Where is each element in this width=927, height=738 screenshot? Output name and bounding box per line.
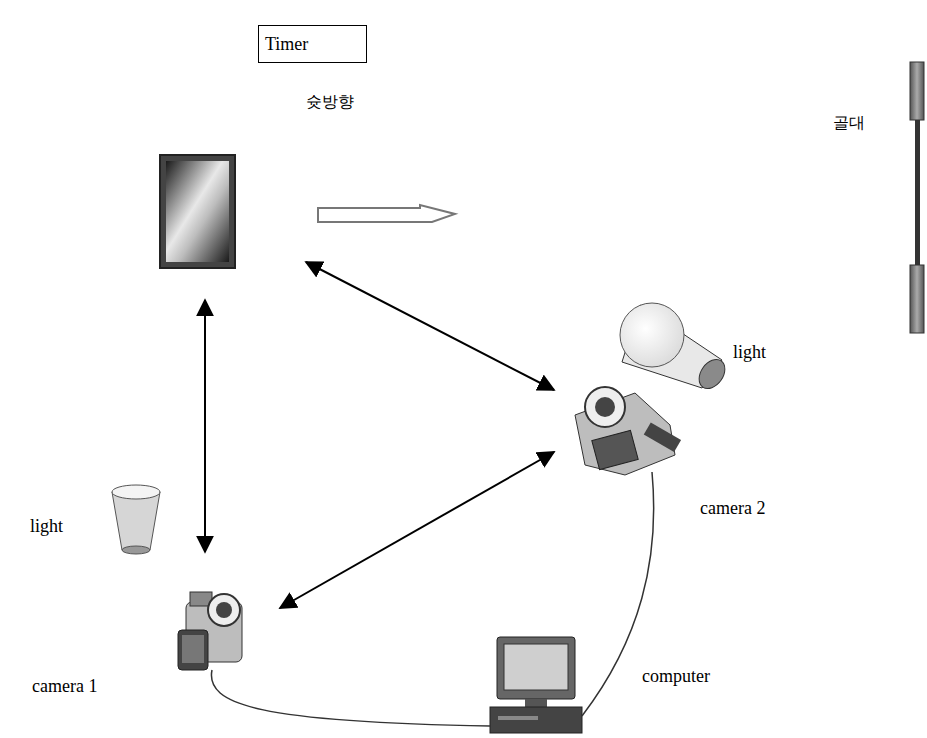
light-label: light [733,342,766,364]
light-lamp [620,303,730,393]
camera-cable [211,670,490,726]
screen-glass [166,161,229,262]
monitor-screen [504,644,568,690]
timer-box: Timer [258,25,367,63]
camera-lens [585,387,625,427]
distance-arrow [306,262,554,390]
camera-screen [178,630,208,670]
computer [490,637,582,733]
lamp-back [694,355,730,394]
direction-label: 슛방향 [306,92,354,111]
distance-arrows [205,262,554,608]
monitor-frame [497,637,575,699]
cup-rim [112,485,160,499]
goal-top [910,62,924,120]
goal-post [910,62,924,333]
light-label: light [30,516,63,538]
camera-screen [592,430,638,469]
camera-lens [208,594,240,626]
computer-base [490,707,582,733]
goal-bar [915,100,920,270]
cup-body [112,492,160,550]
camera-label: camera 1 [32,676,97,698]
drive-slot [498,716,538,720]
distance-arrow [280,452,554,608]
lamp-face [620,303,684,367]
camera-lens-center [595,397,615,417]
direction-arrow [318,205,455,222]
computer-label: computer [642,666,710,688]
light-cup [112,485,160,554]
camera-2 [575,387,681,475]
monitor-stand [525,699,547,707]
screen-frame [160,155,235,268]
box-text: Timer [265,34,308,55]
distance-arrow [204,300,206,552]
camera-grip [644,422,681,452]
cup-base [122,546,150,554]
goal-label: 골대 [833,113,865,132]
camera-lens-center [216,602,232,618]
camera-1 [178,592,242,670]
timer-screen [160,155,235,268]
cables [211,472,653,726]
camera-label: camera 2 [700,498,765,520]
goal-bottom [910,265,924,333]
camera-screen-glass [182,635,204,663]
